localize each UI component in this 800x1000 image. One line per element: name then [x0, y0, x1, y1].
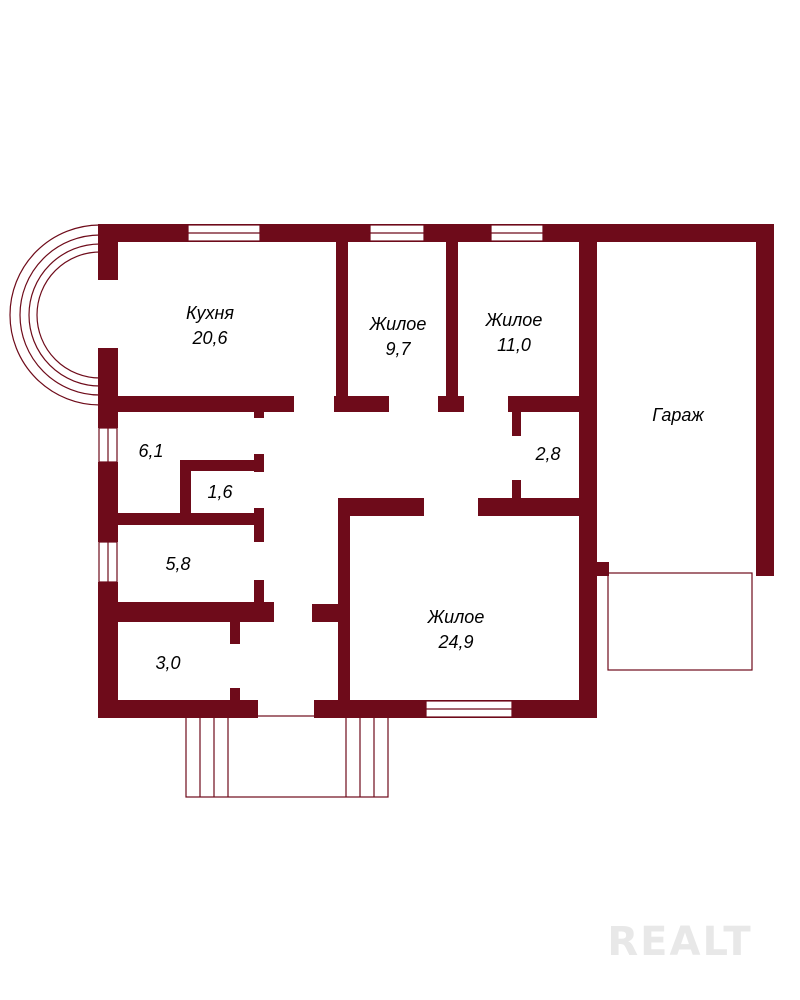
living-110-name: Жилое [485, 310, 543, 330]
kitchen-name: Кухня [186, 303, 234, 323]
living-249-name: Жилое [427, 607, 485, 627]
room-30-area: 3,0 [155, 653, 180, 673]
window-living-110 [490, 224, 544, 242]
room-labels: Кухня 20,6 Жилое 9,7 Жилое 11,0 Гараж 2,… [138, 303, 705, 673]
watermark-logo: REALT [607, 919, 752, 965]
windows [98, 224, 544, 718]
window-kitchen [187, 224, 261, 242]
garage-apron [607, 572, 753, 671]
living-110-area: 11,0 [497, 335, 531, 355]
room-28-area: 2,8 [534, 444, 560, 464]
window-room-58 [98, 541, 118, 583]
living-97-name: Жилое [369, 314, 427, 334]
garage-name: Гараж [652, 405, 705, 425]
window-living-249 [425, 700, 513, 718]
living-97-area: 9,7 [385, 339, 411, 359]
living-249-area: 24,9 [437, 632, 473, 652]
kitchen-area: 20,6 [191, 328, 228, 348]
bay-window [9, 224, 101, 406]
room-58-area: 5,8 [165, 554, 190, 574]
walls [98, 224, 774, 718]
room-16-area: 1,6 [207, 482, 233, 502]
entrance-steps [185, 715, 389, 798]
window-room-61 [98, 427, 118, 463]
window-living-97 [369, 224, 425, 242]
room-61-area: 6,1 [138, 441, 163, 461]
